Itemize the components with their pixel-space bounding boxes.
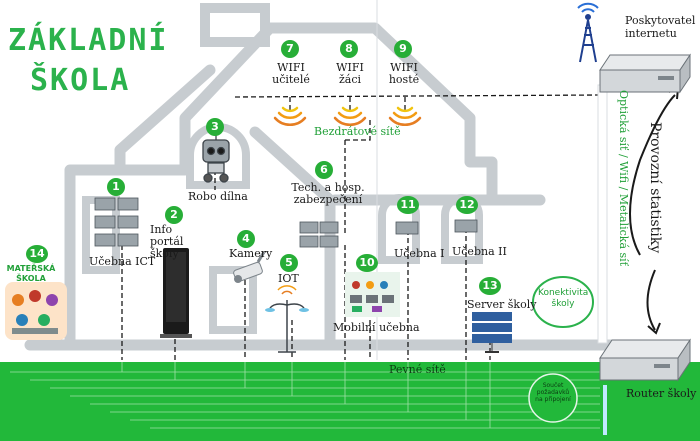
badge-2: 2 (165, 206, 183, 224)
badge-4: 4 (237, 230, 255, 248)
connectivity-ellipse (532, 276, 594, 328)
server-icon (472, 312, 512, 353)
wifi-icon (273, 106, 307, 127)
streetlamp-icon (265, 285, 309, 353)
label-ops-stats: Provozní statistiky (647, 122, 663, 254)
antenna-tower-icon (577, 2, 599, 63)
label-wifi-zaci: WIFI žáci (336, 61, 364, 86)
label-server-skoly: Server školy (467, 298, 537, 311)
computer-icon (395, 219, 478, 235)
label-bezdratove-site: Bezdrátové sítě (314, 125, 401, 138)
badge-9: 9 (394, 40, 412, 58)
label-iot: IOT (278, 272, 299, 285)
arrow-down-head (647, 322, 661, 335)
wired-lines (10, 362, 600, 429)
label-ucebna-ict: Učebna ICT (89, 255, 156, 268)
badge-3: 3 (206, 118, 224, 136)
wifi-icon (333, 106, 367, 127)
label-materska-skola: MATEŘSKÁ ŠKOLA (6, 264, 56, 283)
badge-8: 8 (340, 40, 358, 58)
wifi-icon (388, 106, 422, 127)
badge-12: 12 (456, 196, 478, 214)
kiosk-icon (160, 248, 192, 338)
label-mobilni-ucebna: Mobilní učebna (333, 321, 420, 334)
badge-1: 1 (107, 178, 125, 196)
camera-icon (233, 251, 266, 283)
router-icon (599, 53, 691, 94)
label-sum-note: Součet požadavků na připojení (535, 382, 571, 403)
badge-13: 13 (479, 277, 501, 295)
chimney (200, 3, 270, 47)
page-title-line1: ZÁKLADNÍ (8, 23, 169, 58)
label-link-types: Optická síť / Wifi / Metalická síť (617, 90, 630, 267)
arrow-down (646, 269, 656, 331)
link-bar (597, 84, 608, 344)
badge-5: 5 (280, 254, 298, 272)
wired-network-band (0, 362, 700, 441)
school-building-outline (24, 22, 626, 351)
mobile-classroom-illustration (345, 272, 400, 317)
label-robo-dilna: Robo dílna (188, 190, 248, 203)
label-wifi-ucitele: WIFI učitelé (272, 61, 310, 86)
label-wifi-hoste: WIFI hosté (388, 61, 420, 86)
label-pevne-site: Pevné sítě (389, 363, 446, 376)
label-konektivita: Konektivita školy (538, 288, 589, 309)
label-router-skoly: Router školy (626, 387, 697, 400)
page-title-line2: ŠKOLA (30, 63, 131, 98)
computer-icon (299, 221, 339, 248)
arrow-up (629, 94, 676, 256)
computer-icon (94, 197, 139, 247)
router-icon (599, 338, 691, 382)
label-kamery: Kamery (229, 247, 273, 260)
badge-10: 10 (356, 254, 378, 272)
badge-11: 11 (397, 196, 419, 214)
label-info-portal: Info portál školy (150, 223, 184, 260)
kindergarten-illustration (5, 282, 67, 340)
label-ucebna-1: Učebna I (394, 247, 445, 260)
badge-7: 7 (281, 40, 299, 58)
robot-icon (202, 134, 230, 183)
badge-6: 6 (315, 161, 333, 179)
label-provider: Poskytovatel internetu (625, 14, 696, 40)
badge-14: 14 (26, 245, 48, 263)
label-tech-zabezpeceni: Tech. a hosp. zabezpečení (291, 181, 365, 206)
label-ucebna-2: Učebna II (452, 245, 507, 258)
sum-note-circle (528, 373, 578, 423)
